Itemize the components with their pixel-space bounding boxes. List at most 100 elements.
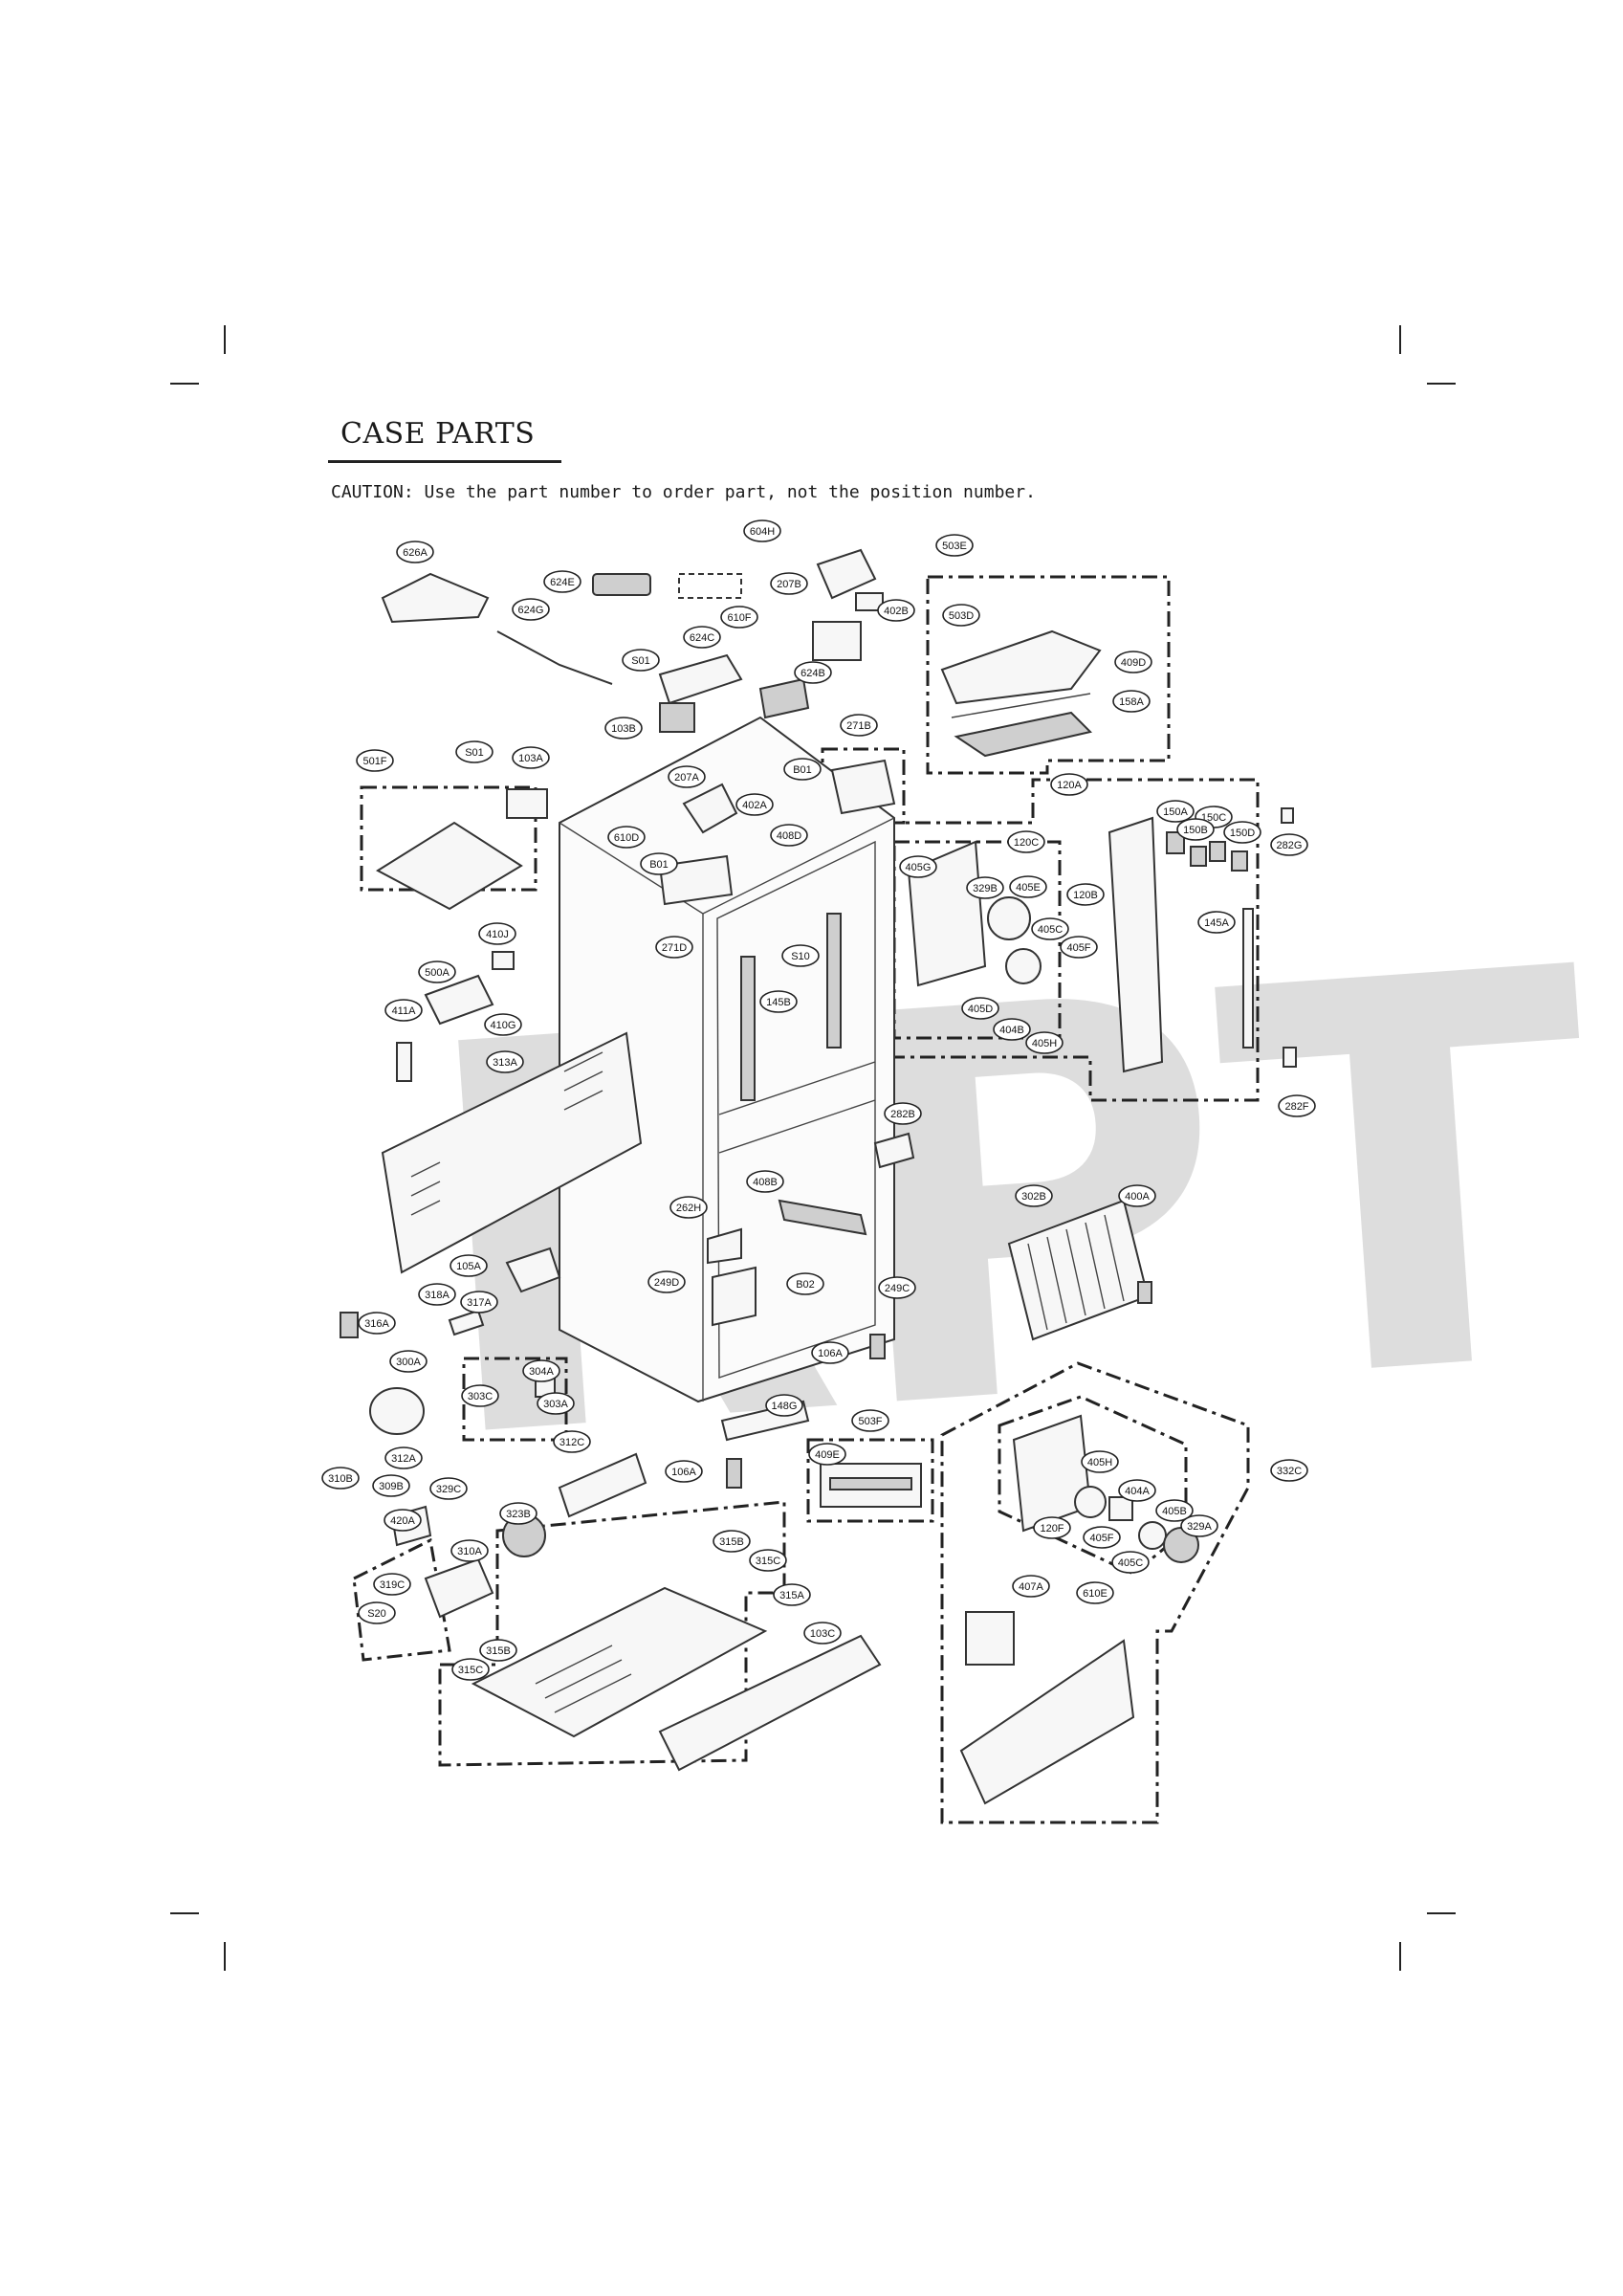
- callout-label: 407A: [1019, 1581, 1043, 1593]
- callout-ring: [1066, 883, 1105, 906]
- base-plate-315a: [471, 1586, 768, 1738]
- page-title: CASE PARTS: [340, 417, 536, 451]
- callout-ring: [1270, 833, 1308, 856]
- callout-label: 405D: [968, 1004, 993, 1015]
- callout-ring: [1176, 818, 1215, 841]
- duct-120b: [1108, 816, 1164, 1073]
- motor-404a: [1108, 1496, 1133, 1521]
- callout-label: 150A: [1163, 806, 1188, 818]
- top-parts: [381, 548, 896, 906]
- callout-315c: 315C: [749, 1549, 787, 1572]
- callout-ring: [384, 1509, 422, 1532]
- callout-319c: 319C: [373, 1573, 411, 1596]
- callout-label: 411A: [392, 1005, 417, 1017]
- callout-405c: 405C: [1031, 917, 1069, 940]
- callout-ring: [460, 1291, 498, 1314]
- machine-room-parts: [369, 1334, 922, 1772]
- callout-label: B01: [793, 764, 812, 776]
- callout-ring: [993, 1018, 1031, 1041]
- callout-label: 318A: [425, 1290, 450, 1301]
- panel-501f: [376, 821, 523, 911]
- callout-s01: S01: [455, 740, 493, 763]
- callout-ring: [961, 997, 999, 1020]
- callout-ring: [720, 606, 758, 629]
- sensor-150a: [1166, 831, 1185, 854]
- callout-ring: [966, 876, 1004, 899]
- callout-ring: [765, 1394, 803, 1417]
- foot-106a-lower: [726, 1458, 742, 1489]
- callout-500a: 500A: [418, 960, 456, 983]
- frame-501f: [360, 785, 537, 892]
- frame-319c: [352, 1537, 451, 1662]
- callout-label: 310A: [457, 1546, 482, 1557]
- callout-103c: 103C: [803, 1622, 842, 1645]
- plate-103a: [506, 788, 548, 819]
- callout-503e: 503E: [935, 534, 974, 557]
- callout-ring: [1270, 1459, 1308, 1482]
- callout-label: 317A: [467, 1297, 492, 1309]
- callout-label: 302B: [1021, 1191, 1046, 1203]
- fan-duct-assembly: [907, 807, 1297, 1073]
- crop-mark-top-left-v: [224, 325, 226, 354]
- callout-label: 145B: [766, 997, 791, 1008]
- callout-312a: 312A: [384, 1446, 423, 1469]
- drawer-fan-parts: [959, 1414, 1199, 1805]
- callout-b01: B01: [640, 852, 678, 875]
- callout-label: 501F: [362, 756, 386, 767]
- callout-626a: 626A: [396, 541, 434, 563]
- callout-label: 408D: [777, 830, 801, 842]
- callout-405b: 405B: [1155, 1499, 1194, 1522]
- wire-610f: [678, 573, 742, 599]
- callout-label: 624C: [690, 632, 714, 644]
- callout-label: 315A: [779, 1590, 804, 1601]
- callout-405d: 405D: [961, 997, 999, 1020]
- sensor-150d: [1231, 850, 1248, 872]
- callout-label: 624G: [518, 605, 544, 616]
- callout-106a: 106A: [665, 1460, 703, 1483]
- callout-label: 145A: [1204, 917, 1229, 929]
- callout-303c: 303C: [461, 1384, 499, 1407]
- callout-ring: [743, 519, 781, 542]
- frame-332c: [940, 1361, 1250, 1824]
- callout-120a: 120A: [1050, 773, 1088, 796]
- crop-mark-bottom-right-h: [1427, 1912, 1456, 1914]
- callout-ring: [1012, 1575, 1050, 1598]
- callout-label: 409D: [1121, 657, 1146, 669]
- callout-labels: 626A624E624G604H610F207B402B503E503D409D…: [321, 519, 1316, 1681]
- callout-ring: [358, 1312, 396, 1335]
- callout-label: 404A: [1125, 1486, 1150, 1497]
- callout-label: S10: [791, 951, 810, 962]
- callout-105a: 105A: [450, 1254, 488, 1277]
- callout-label: 103B: [611, 723, 636, 735]
- callout-ring: [713, 1530, 751, 1553]
- chute-cover-503d: [940, 629, 1102, 705]
- callout-ring: [877, 599, 915, 622]
- cover-207b: [816, 548, 877, 600]
- cover-610e: [959, 1639, 1135, 1805]
- callout-ring: [803, 1622, 842, 1645]
- evaporator-fins: [1027, 1214, 1125, 1331]
- callout-label: 106A: [671, 1467, 696, 1478]
- fan-405e: [987, 896, 1031, 940]
- callout-label: S20: [367, 1608, 386, 1620]
- callout-503f: 503F: [851, 1409, 889, 1432]
- callout-402a: 402A: [735, 793, 774, 816]
- callout-label: 624B: [801, 668, 825, 679]
- pcb-500a: [424, 974, 494, 1026]
- ice-chute-assembly: [940, 629, 1102, 758]
- switch-402b: [855, 592, 884, 611]
- duct-624c: [658, 653, 743, 705]
- callout-150d: 150D: [1223, 821, 1261, 844]
- rail-s10: [826, 913, 842, 1049]
- left-panel-parts: [340, 821, 643, 1338]
- caution-note: CAUTION: Use the part number to order pa…: [331, 482, 1036, 502]
- rail-145b: [740, 956, 756, 1101]
- callout-label: 316A: [364, 1318, 389, 1330]
- callout-label: 120B: [1073, 890, 1098, 901]
- callout-158a: 158A: [1112, 690, 1151, 713]
- callout-145a: 145A: [1197, 911, 1236, 934]
- callout-ring: [455, 740, 493, 763]
- callout-label: 329A: [1187, 1521, 1212, 1533]
- callout-409d: 409D: [1114, 651, 1152, 673]
- wire-624g: [496, 630, 613, 685]
